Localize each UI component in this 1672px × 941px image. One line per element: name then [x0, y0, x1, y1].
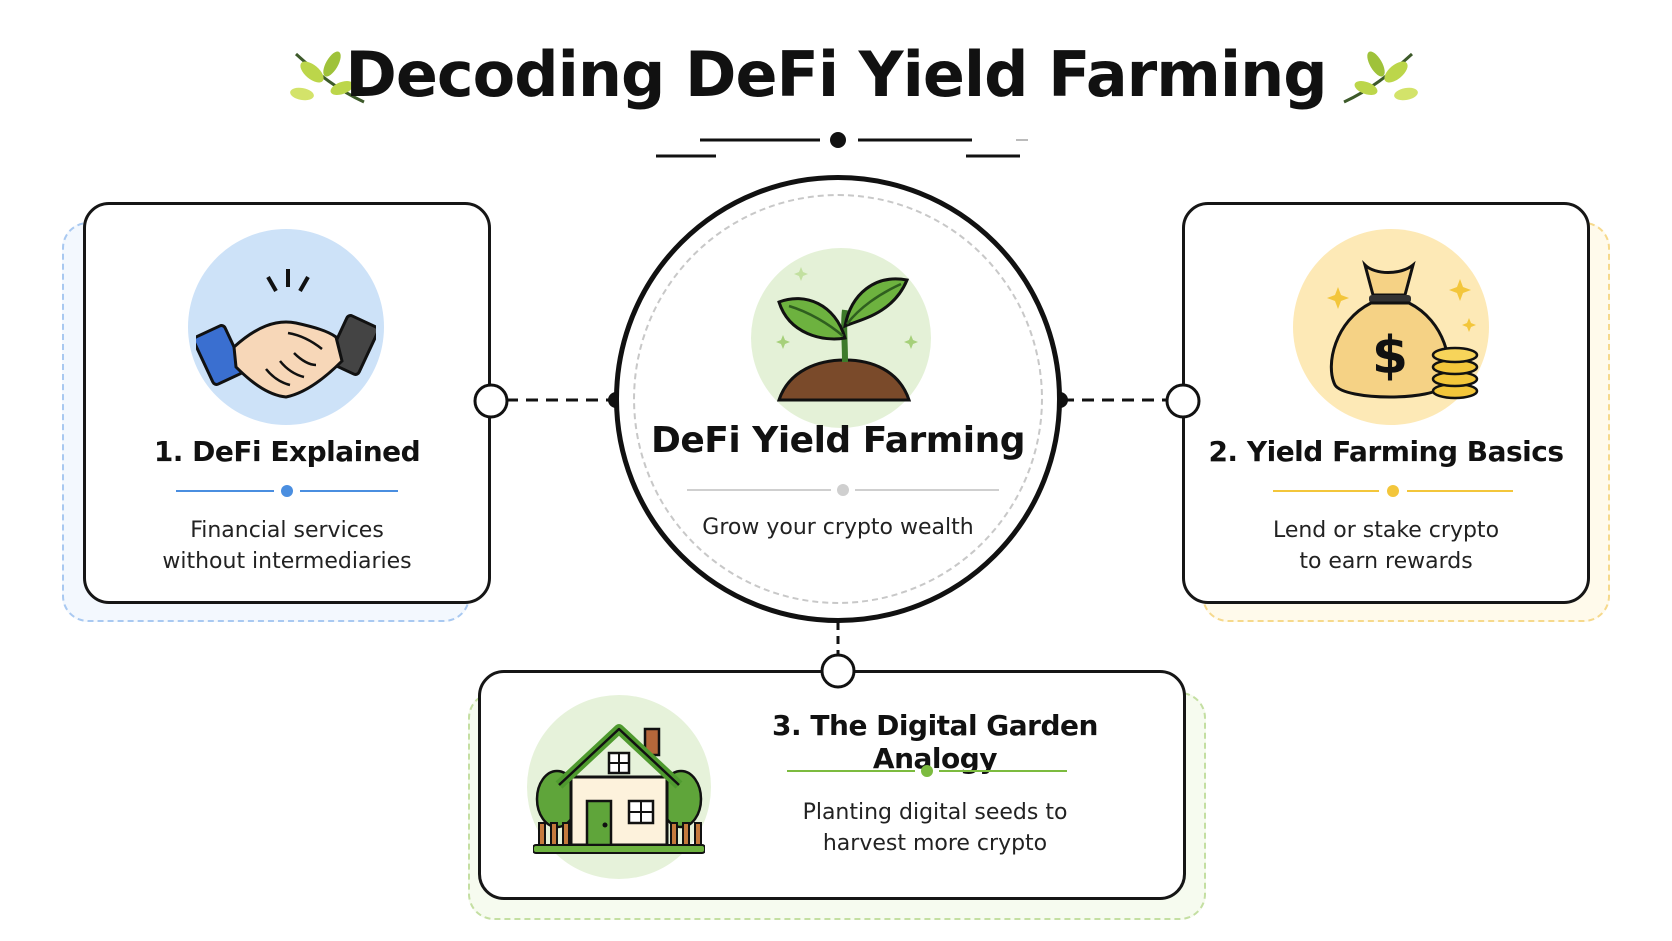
card-description: Financial services without intermediarie… [162, 518, 412, 574]
connector-node [820, 653, 856, 689]
center-hub: DeFi Yield Farming Grow your crypto weal… [614, 175, 1062, 623]
card-yield-farming-basics: $ 2. Yield Farming Basics Lend or stake … [1182, 202, 1590, 604]
leaf-sprig-icon [290, 51, 365, 104]
house-icon [533, 724, 705, 854]
card-divider [176, 485, 398, 497]
card-divider [1273, 485, 1513, 497]
card-defi-explained: 1. DeFi Explained Financial services wit… [83, 202, 491, 604]
connector-node [1165, 383, 1201, 419]
card-description: Planting digital seeds to harvest more c… [802, 800, 1068, 856]
title-ornament [656, 132, 1028, 158]
card-title: 2. Yield Farming Basics [1208, 435, 1564, 468]
sprout-icon [776, 267, 918, 402]
center-divider [687, 484, 999, 496]
card-description: Lend or stake crypto to earn rewards [1272, 518, 1500, 574]
center-hub-ring [633, 194, 1043, 604]
card-divider [787, 765, 1067, 777]
center-subtitle: Grow your crypto wealth [702, 515, 974, 540]
leaf-sprig-icon [1343, 51, 1418, 104]
card-digital-garden-analogy: 3. The Digital Garden Analogy Planting d… [478, 670, 1186, 900]
money-bag-icon: $ [1327, 260, 1479, 400]
card-title: 3. The Digital Garden Analogy [772, 709, 1098, 775]
connector-node [473, 383, 509, 419]
card-title: 1. DeFi Explained [153, 435, 421, 468]
page-title: Decoding DeFi Yield Farming [345, 38, 1327, 111]
svg-text:$: $ [1372, 326, 1408, 386]
center-title: DeFi Yield Farming [650, 420, 1026, 461]
handshake-icon [196, 269, 376, 399]
